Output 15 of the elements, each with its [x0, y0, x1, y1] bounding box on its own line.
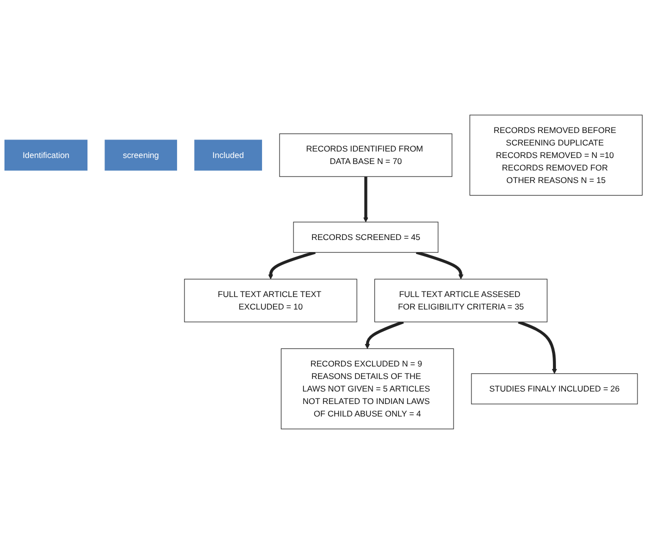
node-box: RECORDS EXCLUDED N = 9 REASONS DETAILS OF THE LAWS NOT GIVEN = 5 ARTICLES NOT RELATED TO INDIAN LAWS OF CHILD ABUSE ONLY = 4 [280, 348, 454, 430]
node-box: STUDIES FINALY INCLUDED = 26 [471, 373, 638, 404]
node-box: FULL TEXT ARTICLE TEXT EXCLUDED = 10 [184, 278, 358, 322]
arrow [416, 250, 464, 280]
arrow [363, 176, 368, 222]
node-box: RECORDS SCREENED = 45 [293, 222, 438, 253]
node-box: screening [104, 140, 178, 171]
node-box: RECORDS REMOVED BEFORE SCREENING DUPLICATE RECORDS REMOVED = N =10 RECORDS REMOVED FOR OTHER REASONS N = 15 [470, 114, 643, 196]
node-box: RECORDS IDENTIFIED FROM DATA BASE N = 70 [279, 133, 452, 177]
node-box: Identification [4, 140, 88, 171]
arrow [518, 320, 558, 374]
node-box: Included [194, 140, 262, 171]
node-box: FULL TEXT ARTICLE ASSESED FOR ELIGIBILITY CRITERIA = 35 [374, 278, 548, 322]
arrow [268, 250, 316, 280]
arrow [364, 320, 404, 349]
